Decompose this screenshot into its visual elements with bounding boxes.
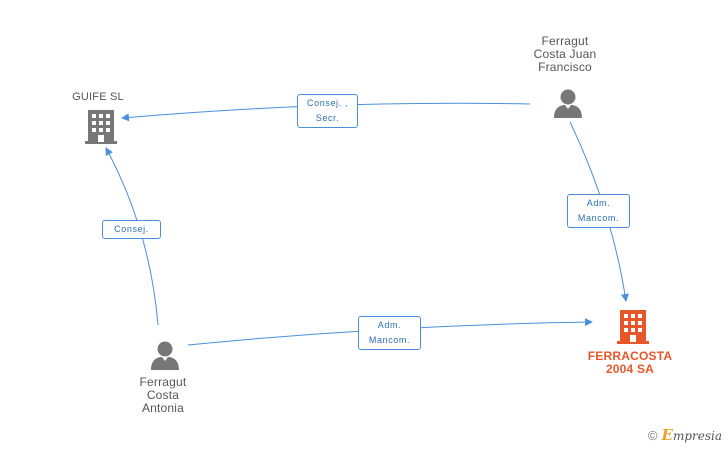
node-label-antonia: Ferragut Costa Antonia bbox=[139, 375, 187, 415]
copyright-icon: © bbox=[647, 427, 658, 443]
person-icon[interactable] bbox=[150, 340, 180, 370]
watermark: © Empresia bbox=[648, 426, 722, 444]
node-label-guife: GUIFE SL bbox=[72, 91, 124, 103]
building-icon[interactable] bbox=[85, 110, 117, 144]
building-icon[interactable] bbox=[617, 310, 649, 344]
edge-label-antonia-guife: Consej. bbox=[102, 220, 161, 239]
node-label-ferracosta: FERRACOSTA 2004 SA bbox=[587, 349, 673, 376]
person-icon[interactable] bbox=[553, 88, 583, 118]
edge-label-juan-ferracosta: Adm. Mancom. bbox=[567, 194, 630, 228]
edge-label-antonia-ferracosta: Adm. Mancom. bbox=[358, 316, 421, 350]
brand-logo: Empresia bbox=[661, 426, 723, 444]
node-label-juan: Ferragut Costa Juan Francisco bbox=[533, 34, 597, 74]
edge-label-juan-guife: Consej. , Secr. bbox=[297, 94, 358, 128]
